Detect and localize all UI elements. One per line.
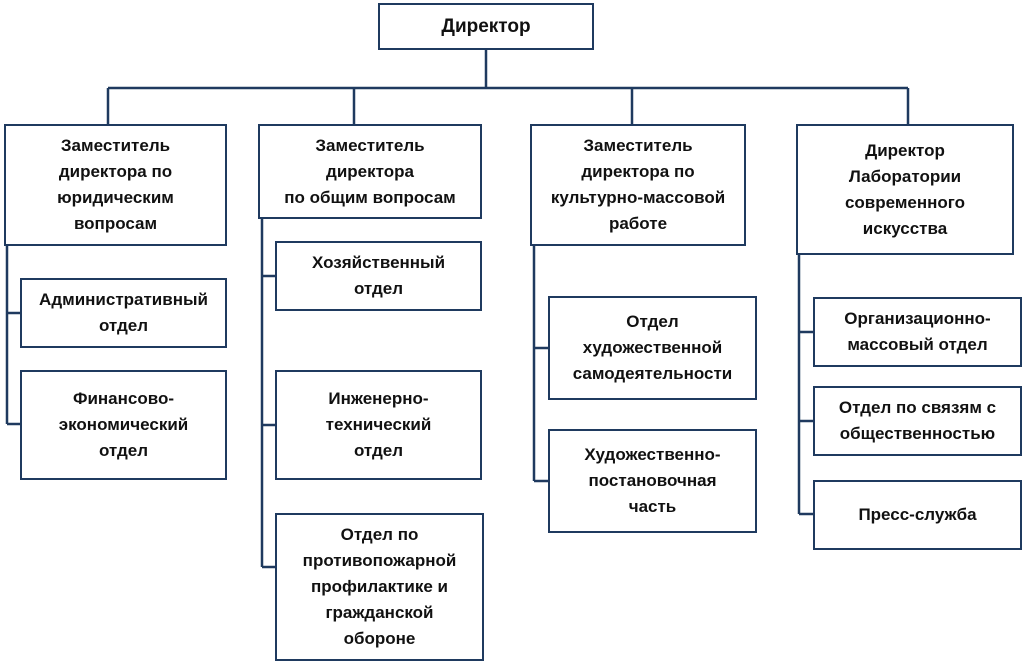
deputy-box-cultural: Заместитель директора по культурно-массо… — [530, 124, 746, 246]
dept-fire-civil-defense: Отдел по противопожарной профилактике и … — [275, 513, 484, 661]
deputy-box-general: Заместитель директора по общим вопросам — [258, 124, 482, 219]
dept-public-relations: Отдел по связям с общественностью — [813, 386, 1022, 456]
dept-financial-economic: Финансово- экономический отдел — [20, 370, 227, 480]
dept-amateur-art: Отдел художественной самодеятельности — [548, 296, 757, 400]
dept-administrative: Административный отдел — [20, 278, 227, 348]
dept-engineering: Инженерно- технический отдел — [275, 370, 482, 480]
deputy-box-legal: Заместитель директора по юридическим воп… — [4, 124, 227, 246]
director-box: Директор — [378, 3, 594, 50]
lab-director-box: Директор Лаборатории современного искусс… — [796, 124, 1014, 255]
dept-press-service: Пресс-служба — [813, 480, 1022, 550]
dept-art-production: Художественно- постановочная часть — [548, 429, 757, 533]
dept-household: Хозяйственный отдел — [275, 241, 482, 311]
dept-organizational-mass: Организационно- массовый отдел — [813, 297, 1022, 367]
